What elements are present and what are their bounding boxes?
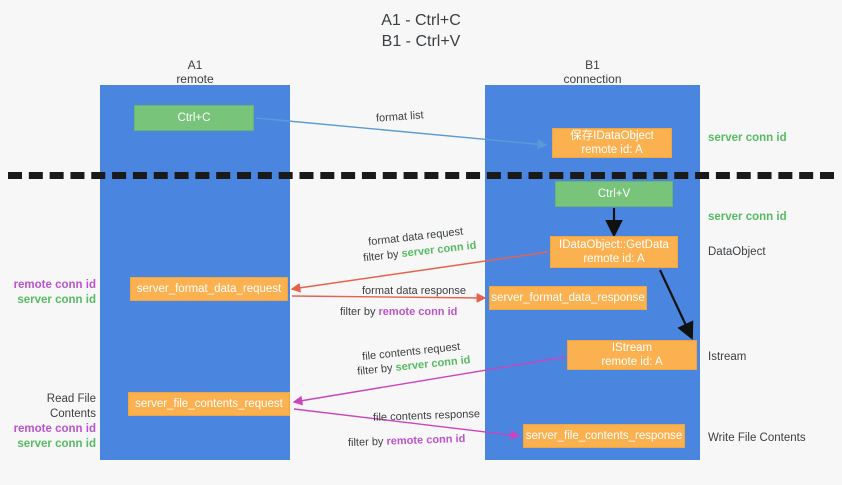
phase-divider — [8, 172, 834, 179]
caption-format-list: format list — [375, 109, 425, 125]
box-idataobject-getdata[interactable]: IDataObject::GetData remote id: A — [550, 236, 678, 268]
box-ctrl-v[interactable]: Ctrl+V — [555, 181, 673, 207]
title-line-1: A1 - Ctrl+C — [381, 12, 461, 29]
label-remote-conn-id-1: remote conn id — [13, 279, 96, 291]
box-save-idataobject[interactable]: 保存IDataObject remote id: A — [552, 128, 672, 158]
title-line-2: B1 - Ctrl+V — [381, 33, 461, 50]
column-header-a1: A1 remote — [100, 58, 290, 86]
caption-filter-prefix-4: filter by — [347, 435, 387, 450]
column-header-a1-name: A1 — [187, 58, 203, 72]
column-header-b1-sub: connection — [563, 72, 622, 86]
label-server-conn-id-3: server conn id — [17, 294, 96, 306]
caption-format-data-response-filter: filter by remote conn id — [340, 305, 457, 320]
label-server-conn-id-4: server conn id — [17, 438, 96, 450]
label-server-conn-id-1: server conn id — [708, 132, 787, 144]
box-server-file-contents-response-label: server_file_contents_response — [525, 430, 683, 442]
box-save-idataobject-line1: 保存IDataObject — [570, 130, 654, 142]
box-server-format-data-request[interactable]: server_format_data_request — [130, 277, 288, 301]
column-header-a1-sub: remote — [176, 72, 214, 86]
caption-filter-prefix-3: filter by — [356, 361, 397, 378]
caption-file-contents-response: file contents response — [372, 408, 481, 424]
box-istream[interactable]: IStream remote id: A — [567, 340, 697, 370]
label-read-file-contents: Read File Contents — [46, 393, 96, 420]
caption-filter-prefix-2: filter by — [340, 306, 379, 318]
box-idataobject-getdata-line1: IDataObject::GetData — [559, 239, 669, 251]
box-istream-line2: remote id: A — [601, 356, 663, 368]
caption-filter-value-4: remote conn id — [386, 432, 466, 448]
label-read-file-contents-group: Read File Contents remote conn id server… — [8, 392, 96, 452]
caption-filter-prefix-1: filter by — [362, 248, 403, 265]
box-istream-line1: IStream — [611, 342, 653, 354]
box-save-idataobject-line2: remote id: A — [581, 144, 643, 156]
label-server-conn-id-2: server conn id — [708, 211, 787, 223]
box-server-format-data-request-label: server_format_data_request — [136, 283, 282, 295]
label-remote-conn-id-2: remote conn id — [13, 423, 96, 435]
caption-file-contents-response-filter: filter by remote conn id — [348, 432, 466, 451]
box-server-format-data-response[interactable]: server_format_data_response — [489, 286, 647, 310]
box-ctrl-c[interactable]: Ctrl+C — [134, 105, 254, 131]
label-write-file-contents: Write File Contents — [708, 432, 806, 444]
label-dataobject: DataObject — [708, 246, 766, 258]
box-server-format-data-response-label: server_format_data_response — [491, 292, 645, 304]
box-idataobject-getdata-line2: remote id: A — [583, 253, 645, 265]
box-server-file-contents-request[interactable]: server_file_contents_request — [128, 392, 290, 416]
label-istream: Istream — [708, 351, 747, 363]
box-server-file-contents-request-label: server_file_contents_request — [135, 398, 283, 410]
box-server-file-contents-response[interactable]: server_file_contents_response — [523, 424, 685, 448]
page-title: A1 - Ctrl+C B1 - Ctrl+V — [0, 10, 842, 52]
box-ctrl-c-label: Ctrl+C — [177, 112, 211, 124]
box-ctrl-v-label: Ctrl+V — [597, 188, 631, 200]
label-conn-ids-format: remote conn id server conn id — [8, 278, 96, 308]
caption-format-data-response: format data response — [362, 285, 466, 297]
caption-filter-value-2: remote conn id — [378, 306, 458, 318]
column-header-b1: B1 connection — [485, 58, 700, 86]
column-header-b1-name: B1 — [585, 58, 600, 72]
